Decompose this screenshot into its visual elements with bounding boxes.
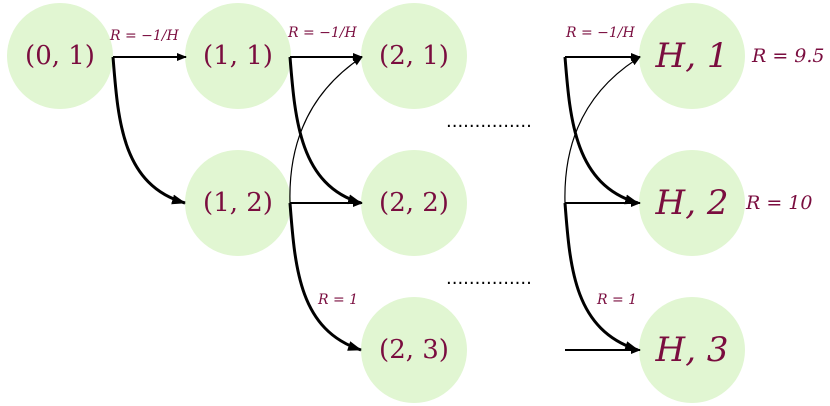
reward-label-1-1-to-2-1: R = −1/H bbox=[287, 25, 358, 41]
reward-label-to-H-3: R = 1 bbox=[596, 292, 637, 308]
node-2-2-label: (2, 2) bbox=[379, 188, 449, 218]
node-H-3: H, 3 bbox=[639, 297, 745, 403]
node-1-1-label: (1, 1) bbox=[203, 41, 273, 71]
edge-to-H-1-curve bbox=[564, 56, 641, 204]
node-0-1-label: (0, 1) bbox=[25, 41, 95, 71]
edge-1-1-to-2-2 bbox=[288, 56, 362, 205]
edge-to-H-2-curve bbox=[563, 56, 639, 205]
node-H-1-label: H, 1 bbox=[655, 36, 729, 76]
node-2-3: (2, 3) bbox=[361, 297, 467, 403]
ellipsis-upper: ··············· bbox=[446, 116, 532, 137]
reward-label-to-H-1: R = −1/H bbox=[565, 25, 636, 41]
node-1-2-label: (1, 2) bbox=[203, 188, 273, 218]
node-2-1-label: (2, 1) bbox=[379, 41, 449, 71]
node-H-3-label: H, 3 bbox=[655, 330, 729, 370]
node-H-2-label: H, 2 bbox=[655, 183, 729, 223]
reward-label-1-2-to-2-3: R = 1 bbox=[317, 292, 358, 308]
edge-to-H-3-curve bbox=[563, 202, 639, 352]
edge-0-1-to-1-2 bbox=[111, 56, 186, 205]
node-2-2: (2, 2) bbox=[361, 150, 467, 256]
edge-1-2-to-2-1 bbox=[289, 56, 363, 204]
edge-1-2-to-2-3 bbox=[288, 202, 362, 352]
node-2-1: (2, 1) bbox=[361, 3, 467, 109]
ellipsis-lower: ··············· bbox=[446, 273, 532, 294]
node-H-2: H, 2 bbox=[639, 150, 745, 256]
node-H-1: H, 1 bbox=[639, 3, 745, 109]
node-1-2: (1, 2) bbox=[185, 150, 291, 256]
reward-label-H-2: R = 10 bbox=[745, 192, 812, 214]
node-0-1: (0, 1) bbox=[7, 3, 113, 109]
reward-label-0-1-to-1-1: R = −1/H bbox=[109, 28, 180, 44]
node-1-1: (1, 1) bbox=[185, 3, 291, 109]
node-2-3-label: (2, 3) bbox=[379, 335, 449, 365]
reward-label-H-1: R = 9.5 bbox=[751, 45, 825, 67]
